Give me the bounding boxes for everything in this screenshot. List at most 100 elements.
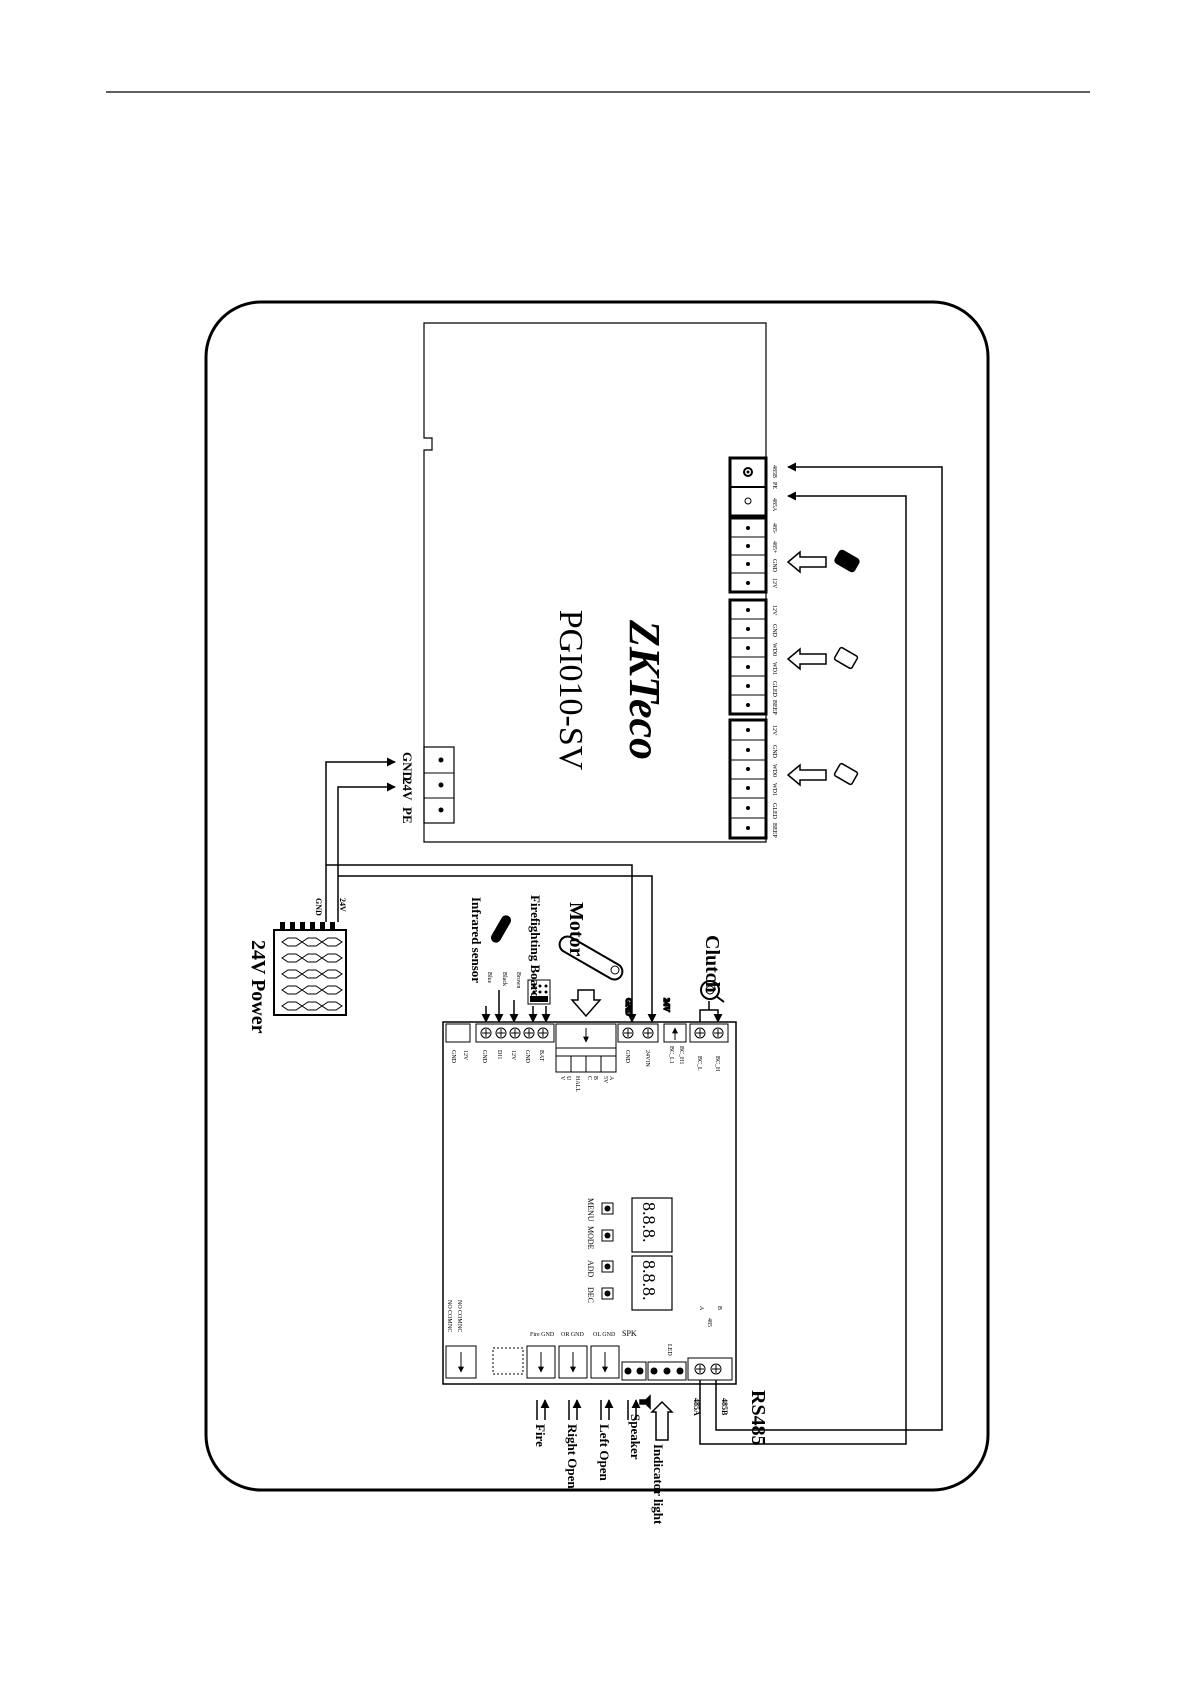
motor-control-board: GND 12V GND DI1 12V GND BAT V U HALL C B… [442, 1021, 737, 1385]
infrared-sensor: Infrared sensor Blue Black Brown [469, 897, 521, 988]
bc-l1: BC_L1 [668, 1046, 674, 1064]
t2-gled: GLED [771, 681, 777, 698]
t3-wd1: WD1 [771, 783, 777, 796]
fingerprint-reader-icon [834, 549, 860, 573]
mb-pin-gnd: GND [624, 1050, 630, 1064]
mb-pin-24vin: 24VIN [644, 1050, 650, 1067]
t3-12v: 12V [771, 725, 777, 736]
motor-gnd-label: GND [624, 998, 633, 1016]
card-reader-icon-1 [833, 646, 859, 670]
btn-add: ADD [586, 1260, 595, 1278]
rs485-terminal-block: 485B PE 485A [728, 456, 777, 518]
bc-h1: BC_H1 [678, 1046, 684, 1064]
t3-gled: GLED [771, 803, 777, 820]
clutch-icon: Clutch [700, 935, 725, 1003]
psu-gnd-label: GND [314, 898, 323, 916]
wire-485b [715, 462, 943, 1431]
pwr-gnd-label: GND [400, 752, 415, 781]
menu-buttons: MENU MODE ADD DEC [586, 1198, 614, 1303]
mp-hall: HALL [574, 1076, 580, 1092]
relay-com-2: COM [456, 1310, 462, 1324]
psu-24v-label: 24V [338, 898, 347, 912]
mp-b: B [592, 1076, 598, 1080]
wire-brown: Brown [515, 972, 521, 988]
wire-psu-gnd-motor [326, 864, 637, 1023]
left-open-label: Left Open [597, 1424, 612, 1481]
reader-terminal-group-2: 12V GND WD0 WD1 GLED BEEP [728, 598, 777, 716]
io-led: LED [666, 1344, 672, 1356]
relay-nc-1: NC [446, 1324, 452, 1332]
btn-mode: MODE [586, 1226, 595, 1250]
t3-beep: BEEP [771, 823, 777, 838]
mb-12v-2: 12V [510, 1050, 516, 1061]
t1-485n: 485- [771, 523, 777, 534]
btn-menu: MENU [586, 1198, 595, 1222]
wire-psu-gnd-main [325, 757, 396, 922]
io-fire-gnd: Fire GND [530, 1332, 555, 1338]
bc-l: BC_L [696, 1056, 702, 1071]
rs485-label: RS485 [747, 1390, 769, 1446]
t1-gnd: GND [771, 559, 777, 573]
t3-wd0: WD0 [771, 764, 777, 777]
power-supply: 24V Power GND 24V [247, 898, 347, 1034]
power-input-terminals: GND 24VIN [617, 1023, 659, 1067]
wire-485b-label: 485B [720, 1398, 729, 1416]
card-reader-icons [786, 549, 860, 787]
motor-connector: V U HALL C B 5V A [555, 1023, 617, 1092]
wire-485a [699, 491, 907, 1445]
btn-dec: DEC [586, 1287, 595, 1303]
t-485b: 485B [771, 465, 777, 478]
firefighting-board: Firefighting Board [527, 895, 551, 1005]
motor-icon: Motor [558, 902, 624, 1018]
wire-psu-24v-motor [338, 875, 657, 1023]
mp-u: U [565, 1076, 571, 1081]
display-1: 8.8.8. [639, 1202, 659, 1243]
firefighting-label: Firefighting Board [528, 895, 543, 1000]
mp-v: V [559, 1076, 565, 1081]
motor-24v-label: 24V [662, 998, 671, 1012]
rs-485: 485 [706, 1318, 712, 1327]
t-pe: PE [771, 482, 777, 489]
t1-12v: 12V [771, 578, 777, 589]
input-arrows [537, 1394, 674, 1441]
mb-di1: DI1 [496, 1050, 502, 1059]
io-spk: SPK [622, 1329, 637, 1338]
wire-black: Black [501, 972, 507, 986]
power-terminal-block: GND 24V PE [400, 746, 455, 824]
pwr-pe-label: PE [400, 807, 415, 824]
rs-a: A [698, 1306, 704, 1311]
t1-485p: 485+ [771, 541, 777, 554]
t2-beep: BEEP [771, 700, 777, 715]
io-terminals: Fire GND OR GND OL GND SPK LED B A 485 [526, 1306, 733, 1381]
mp-a: A [608, 1076, 614, 1081]
sensor-terminals: GND 12V GND DI1 12V GND BAT [445, 1023, 555, 1064]
clutch-label: Clutch [701, 935, 723, 993]
rs-b: B [716, 1306, 722, 1310]
speaker-icon [639, 1394, 651, 1410]
relay-nc-2: NC [456, 1324, 462, 1332]
infrared-label: Infrared sensor [469, 897, 484, 983]
wire-psu-24v-main [337, 782, 396, 922]
mb-bat: BAT [538, 1050, 544, 1062]
motor-label: Motor [565, 902, 587, 957]
wiring: GND 24V [325, 462, 943, 1445]
io-ol-gnd: OL GND [593, 1332, 616, 1338]
t-485a: 485A [771, 498, 777, 512]
wire-485a-label: 485A [692, 1398, 701, 1416]
t3-gnd: GND [771, 745, 777, 759]
main-control-board: ZKTeco PGI010-SV GND 24V PE 485B PE 485A [400, 322, 777, 843]
fire-label: Fire [533, 1424, 548, 1447]
mb-gnd-2: GND [481, 1050, 487, 1064]
clutch-terminals: BC_L1 BC_H1 BC_L BC_H [663, 1023, 729, 1072]
t2-wd1: WD1 [771, 662, 777, 675]
mb-gnd-1: GND [450, 1050, 456, 1064]
mb-gnd-3: GND [524, 1050, 530, 1064]
relay-com-1: COM [446, 1310, 452, 1324]
power-supply-label: 24V Power [247, 940, 269, 1034]
bc-h: BC_H [714, 1056, 720, 1072]
right-open-label: Right Open [565, 1424, 580, 1489]
t2-12v: 12V [771, 605, 777, 616]
speaker-label: Speaker [628, 1414, 643, 1460]
t2-wd0: WD0 [771, 643, 777, 656]
relay-no-2: NO [456, 1300, 462, 1309]
